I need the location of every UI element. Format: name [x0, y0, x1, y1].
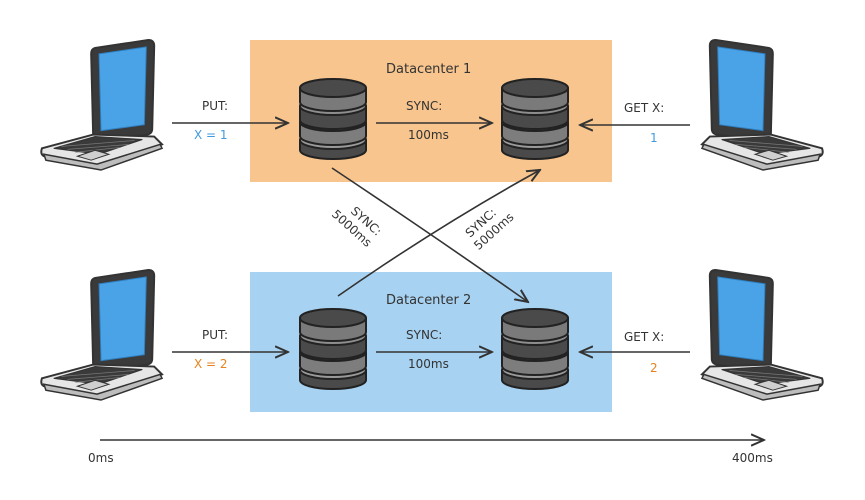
sync-label: SYNC: — [406, 328, 442, 342]
sync-label: SYNC: — [406, 99, 442, 113]
laptop-client-icon — [700, 39, 824, 172]
get-label: GET X: — [624, 330, 664, 344]
database-icon — [501, 308, 569, 390]
laptop-client-icon — [40, 269, 164, 402]
database-icon — [299, 308, 367, 390]
put-label: PUT: — [202, 328, 228, 342]
laptop-client-icon — [700, 269, 824, 402]
sync-time: 100ms — [408, 128, 449, 142]
get-label: GET X: — [624, 101, 664, 115]
database-icon — [501, 78, 569, 160]
put-value: X = 1 — [194, 128, 228, 142]
put-label: PUT: — [202, 99, 228, 113]
datacenter-2-title: Datacenter 2 — [386, 293, 471, 308]
database-icon — [299, 78, 367, 160]
put-value: X = 2 — [194, 357, 228, 371]
get-value: 2 — [650, 361, 658, 375]
laptop-client-icon — [40, 39, 164, 172]
cross-sync-arrow-down — [331, 167, 528, 302]
datacenter-1-title: Datacenter 1 — [386, 62, 471, 77]
sync-time: 100ms — [408, 357, 449, 371]
timeline-end-label: 400ms — [732, 451, 773, 465]
timeline-start-label: 0ms — [88, 451, 114, 465]
get-value: 1 — [650, 131, 658, 145]
cross-sync-arrow-up — [337, 170, 540, 297]
